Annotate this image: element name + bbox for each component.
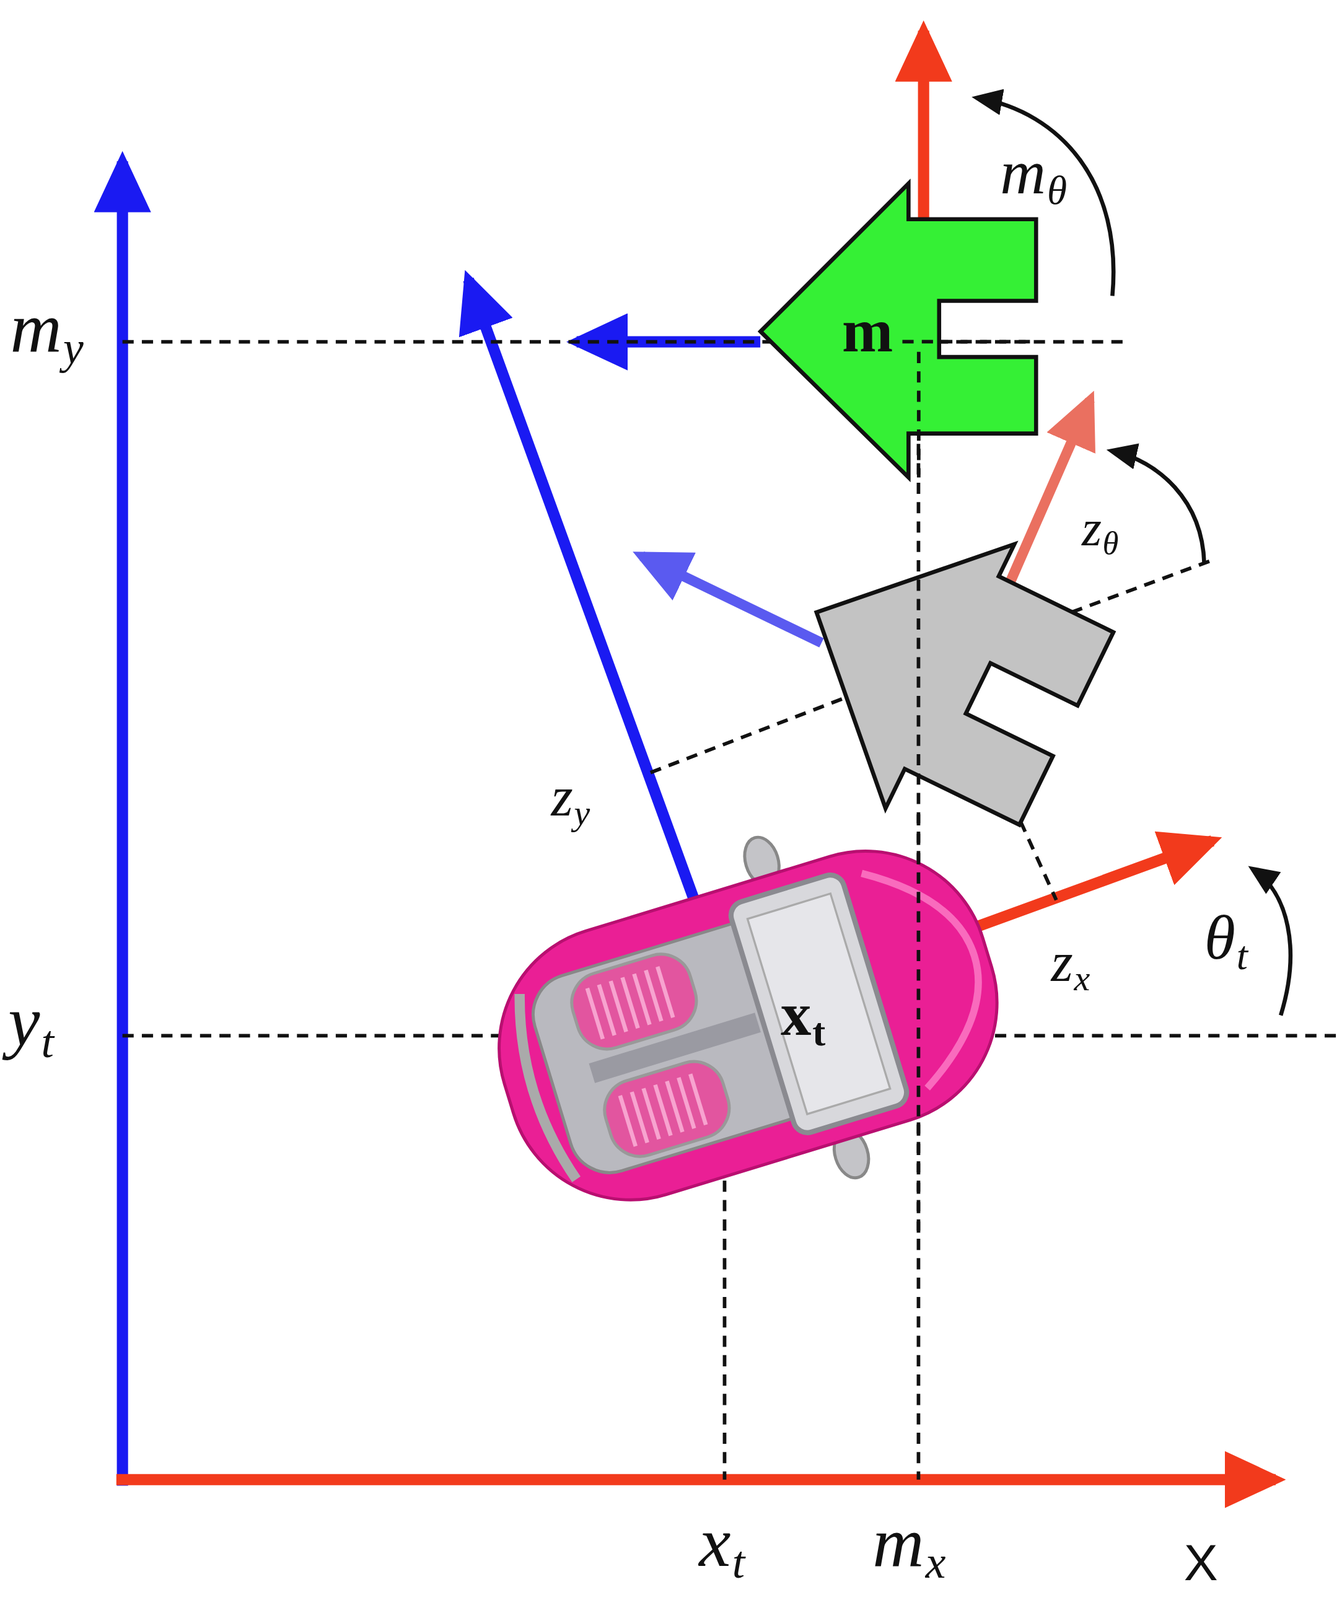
axis-tick-label: x [698,1501,731,1582]
axis-name: X [1184,1533,1219,1591]
seat-stripe [666,1081,683,1132]
measurement-label: z [550,765,573,828]
car-highlight [861,848,1008,1088]
axis-tick-label-group: my [9,291,84,364]
subscript: x [925,1536,947,1588]
subscript: y [63,322,84,373]
vehicle-node: xt [471,814,1029,1237]
angle-arc [977,97,1114,296]
seat-stripe [599,984,615,1036]
seat-stripe [678,1077,694,1129]
dashed-guide [1020,821,1057,901]
subscript: θ [1102,524,1119,561]
car-illustration [457,782,1040,1269]
measured-landmark [752,479,1130,865]
dashed-guide [916,814,921,1237]
seat-stripe [654,1084,671,1136]
car-roll-bar [504,993,577,1184]
subscript: x [1074,957,1091,999]
seat-stripe [610,980,627,1032]
axis-tick-label: m [872,1501,924,1582]
angle-arc [1112,451,1204,564]
subscript: θ [1047,167,1067,213]
dashed-guide [122,340,1123,344]
seat-stripe [620,1095,636,1147]
subscript: t [732,1536,746,1588]
subscript: t [41,1016,55,1067]
node-outline [471,814,1029,1237]
angle-label: m [999,136,1046,207]
measurement-y-axis [641,555,822,643]
seat-stripe [631,1091,648,1143]
seat-stripe [587,988,603,1040]
car-windshield-glass [747,893,890,1114]
axis-tick-label-group: yt [8,985,54,1057]
dashed-guides [122,342,1342,1480]
node-label: xt [780,983,826,1046]
measurement-label: z [1051,930,1074,994]
node-outline [753,175,1044,486]
measurement-label-group: zθ [1081,503,1119,554]
world-y-axis [117,161,129,1486]
car-windshield [727,871,911,1137]
measured-landmark-shape [752,479,1130,865]
dashed-guide [916,346,921,1480]
dashed-guide [1071,561,1210,613]
axis-tick-label: y [8,981,40,1061]
seat-stripe [633,973,650,1025]
node-label: m [842,300,893,362]
measurement-label-group: zy [550,768,590,826]
car-cockpit [522,897,876,1183]
axis-tick-label-group: xt [698,1506,745,1578]
dashed-guide [122,1034,1342,1038]
axis-name-group: X [1184,1536,1219,1588]
car-body [468,820,1028,1230]
subscript: t [1236,933,1248,978]
measurement-label: z [1081,499,1102,557]
dashed-guide [723,1122,727,1479]
car-console [588,1012,761,1083]
landmark-shape [760,183,1036,478]
dashed-guide [916,351,921,478]
car-seat [597,1053,738,1164]
seat-stripe [622,977,639,1028]
seat-stripe [643,1087,660,1139]
world-x-axis [116,1473,1276,1486]
seat-stripe [690,1073,706,1125]
angle-label-group: mθ [999,140,1067,204]
car-mirror [739,832,786,890]
axis-tick-label: m [9,287,62,367]
seat-stripe [645,970,662,1022]
node-symbol: m [842,296,893,365]
landmark-x-axis [918,30,930,220]
axis-tick-label-group: mx [872,1506,946,1578]
angle-arc [1253,869,1291,1015]
node-subscript: t [812,1010,826,1054]
measurement-x-axis [1010,400,1090,582]
seat-stripe [657,966,673,1018]
angle-label-group: θt [1204,905,1248,970]
vehicle-y-axis [468,279,699,914]
dashed-guide [643,698,843,776]
landmark-node: m [753,175,1044,486]
measurement-label-group: zx [1051,934,1091,991]
node-symbol: x [780,980,812,1048]
vehicle-x-axis [949,840,1213,937]
angle-label: θ [1204,902,1236,973]
subscript: y [573,792,590,833]
car-seat [564,946,705,1057]
car-mirror [828,1125,875,1183]
dashed-guide [902,340,1036,344]
